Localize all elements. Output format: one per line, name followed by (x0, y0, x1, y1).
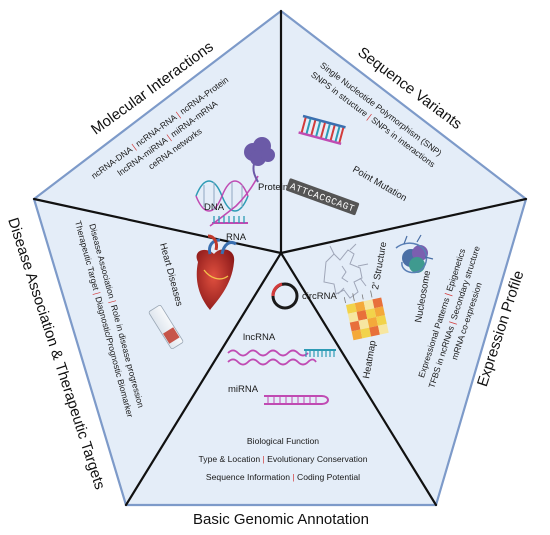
basic-line-1: Biological Function (247, 436, 319, 446)
rna-comb-icon (212, 216, 248, 224)
basic-line-2: Type & Location | Evolutionary Conservat… (199, 454, 368, 464)
mirna-label: miRNA (228, 384, 259, 395)
dna-rna-protein-illustration: DNA RNA Protein (195, 137, 288, 243)
dna-label: DNA (204, 202, 225, 213)
heart-icon (196, 234, 237, 310)
circrna-icon (271, 282, 299, 310)
basic-line-3: Sequence Information | Coding Potential (206, 472, 360, 482)
sample-tube-icon (148, 304, 184, 350)
snp-comb-icon (298, 114, 346, 146)
heatmap-icon (343, 290, 389, 341)
rna-strand-icon (209, 175, 259, 227)
circrna-label: circRNA (302, 291, 337, 302)
dna-helix-icon (195, 180, 249, 212)
rna-label: RNA (226, 232, 247, 243)
nucleosome-icon (395, 234, 434, 274)
protein-blob-icon (244, 137, 275, 183)
pentagon-panel (32, 9, 528, 507)
segment-dividers (32, 9, 528, 507)
basic-genomic-annotation-title: Basic Genomic Annotation (193, 511, 369, 528)
lncrna-wave-icon (227, 349, 336, 366)
lncrna-label: lncRNA (243, 332, 276, 343)
protein-label: Protein (258, 182, 288, 193)
mirna-hairpin-icon (264, 395, 329, 405)
secondary-structure-icon (323, 243, 369, 299)
